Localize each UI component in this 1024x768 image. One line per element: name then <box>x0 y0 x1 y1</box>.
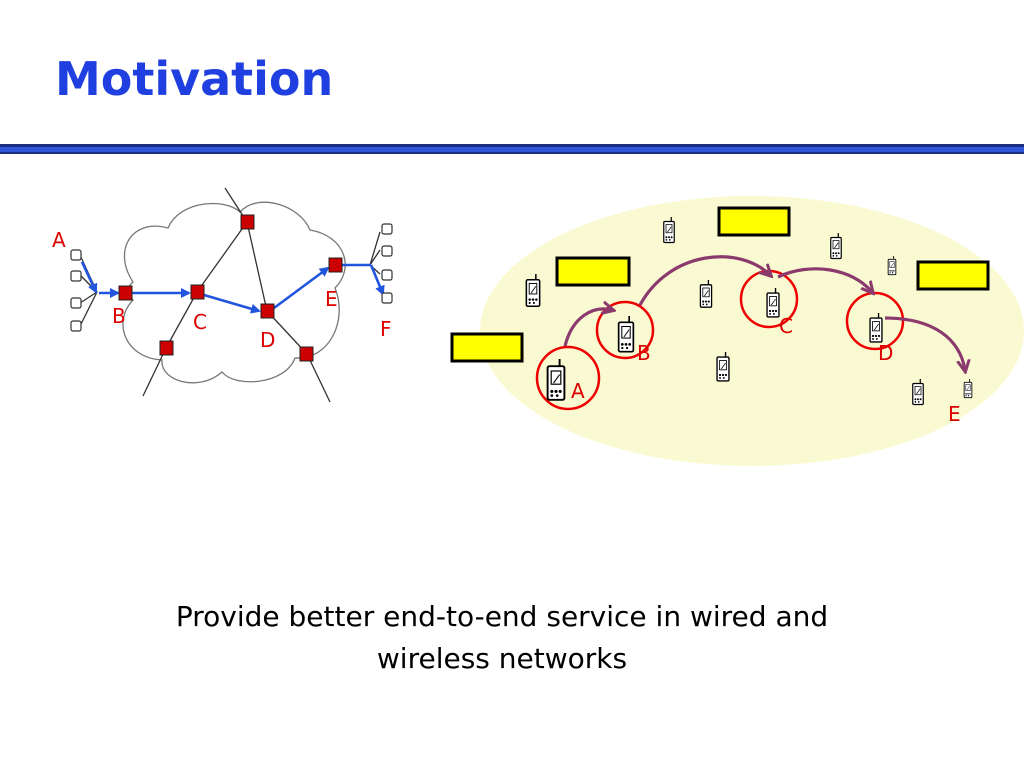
wireless-label-b: B <box>637 341 651 365</box>
wired-label-d: D <box>260 328 275 352</box>
wireless-network: A B C D E <box>450 196 1024 466</box>
caption-line-2: wireless networks <box>376 642 628 675</box>
wired-label-c: C <box>193 310 207 334</box>
wireless-label-e: E <box>948 402 961 426</box>
wired-label-e: E <box>325 287 338 311</box>
access-points <box>450 206 990 363</box>
title-divider <box>0 144 1024 154</box>
wired-hosts <box>70 223 393 332</box>
wired-routers <box>118 214 343 362</box>
wired-links <box>79 187 381 403</box>
wireless-label-c: C <box>779 314 793 338</box>
network-cloud <box>122 201 346 384</box>
wired-network: A B C D E F <box>52 187 393 403</box>
wireless-label-a: A <box>571 379 585 403</box>
wired-label-f: F <box>380 317 392 341</box>
wired-path <box>80 261 385 314</box>
slide-title: Motivation <box>55 52 334 106</box>
wireless-label-d: D <box>878 341 893 365</box>
slide-caption: Provide better end-to-end service in wir… <box>100 596 904 680</box>
wired-label-a: A <box>52 228 66 252</box>
caption-line-1: Provide better end-to-end service in wir… <box>175 600 829 633</box>
wired-label-b: B <box>112 304 126 328</box>
wireless-path <box>563 255 965 370</box>
